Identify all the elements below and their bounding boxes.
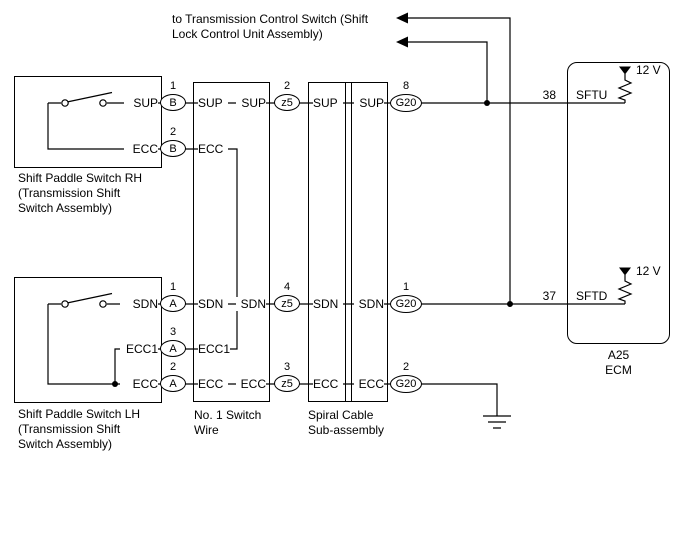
- connector-a3: A: [160, 340, 186, 357]
- no1-switch-wire-caption-line2: Wire: [194, 423, 219, 437]
- spiral-cable-caption-line1: Spiral Cable: [308, 408, 374, 422]
- power-source-icon-sftd: [619, 267, 631, 276]
- spiral-left-pin-sup: SUP: [313, 96, 343, 110]
- connector-a1: A: [160, 295, 186, 312]
- spiral-right-pin-sup: SUP: [354, 96, 384, 110]
- arrowhead-bottom-icon: [396, 36, 408, 48]
- connector-z5-sup: z5: [274, 94, 300, 111]
- connector-a2-number: 2: [169, 361, 177, 373]
- power-source-icon-sftu: [619, 66, 631, 75]
- spiral-right-pin-ecc: ECC: [354, 377, 384, 391]
- junction-dot-sdn: [507, 301, 513, 307]
- sftd-resistor: [617, 275, 633, 304]
- no1-left-pin-ecc: ECC: [198, 142, 228, 156]
- connector-g20-sdn-number: 1: [402, 281, 410, 293]
- spiral-left-pin-ecc: ECC: [313, 377, 343, 391]
- no1-switch-wire-box: [193, 82, 270, 402]
- spiral-left-pin-sdn: SDN: [313, 297, 343, 311]
- rh-switch-caption-line3: Switch Assembly): [18, 201, 113, 215]
- connector-g20-sup: G20: [390, 94, 422, 112]
- spiral-cable-caption-line2: Sub-assembly: [308, 423, 385, 437]
- rh-switch-caption-line1: Shift Paddle Switch RH: [18, 171, 143, 185]
- connector-a3-number: 3: [169, 326, 177, 338]
- connector-g20-ecc: G20: [390, 375, 422, 393]
- connector-z5-sdn-number: 4: [283, 281, 291, 293]
- no1-switch-wire-caption-line1: No. 1 Switch: [194, 408, 262, 422]
- feedback-line-bottom: [399, 41, 488, 103]
- sftu-resistor: [617, 74, 633, 103]
- top-note-line2: Lock Control Unit Assembly): [172, 27, 323, 41]
- connector-b2: B: [160, 140, 186, 157]
- connector-z5-sdn: z5: [274, 295, 300, 312]
- no1-left-pin-ecc1: ECC1: [198, 342, 231, 356]
- lh-ecc-ground-wire: [47, 304, 498, 416]
- spiral-right-pin-sdn: SDN: [354, 297, 384, 311]
- lh-switch-box: [14, 277, 162, 403]
- ecm-caption-line2: ECM: [605, 363, 632, 377]
- lh-switch-caption-line2: (Transmission Shift: [18, 422, 121, 436]
- lh-switch-caption-line3: Switch Assembly): [18, 437, 113, 451]
- ecm-sftd-voltage: 12 V: [636, 264, 661, 278]
- no1-switch-wire-caption: No. 1 Switch Wire: [194, 408, 261, 438]
- no1-left-pin-sup: SUP: [198, 96, 228, 110]
- ecm-terminal-sftu-name: SFTU: [576, 88, 608, 102]
- ecm-terminal-sftd-name: SFTD: [576, 289, 608, 303]
- ground-icon: [483, 415, 511, 429]
- no1-right-pin-ecc: ECC: [236, 377, 266, 391]
- no1-right-pin-sdn: SDN: [236, 297, 266, 311]
- no1-left-pin-ecc2: ECC: [198, 377, 228, 391]
- connector-z5-ecc-number: 3: [283, 361, 291, 373]
- ecm-terminal-38-number: 38: [542, 88, 556, 102]
- connector-b1: B: [160, 94, 186, 111]
- top-note: to Transmission Control Switch (Shift Lo…: [172, 12, 368, 42]
- connector-g20-ecc-number: 2: [402, 361, 410, 373]
- rh-switch-contact-right: [99, 99, 107, 107]
- rh-switch-box: [14, 76, 162, 168]
- ecm-caption: A25 ECM: [567, 348, 670, 378]
- rh-pin-sup: SUP: [124, 96, 158, 110]
- feedback-line-top: [399, 17, 511, 304]
- no1-left-pin-sdn: SDN: [198, 297, 228, 311]
- rh-switch-caption-line2: (Transmission Shift: [18, 186, 121, 200]
- connector-a2: A: [160, 375, 186, 392]
- connector-g20-sdn: G20: [390, 295, 422, 313]
- connector-b1-number: 1: [169, 80, 177, 92]
- rh-switch-contact-left: [61, 99, 69, 107]
- connector-z5-sup-number: 2: [283, 80, 291, 92]
- connector-z5-ecc: z5: [274, 375, 300, 392]
- connector-a1-number: 1: [169, 281, 177, 293]
- ecm-terminal-37-number: 37: [542, 289, 556, 303]
- top-note-line1: to Transmission Control Switch (Shift: [172, 12, 369, 26]
- arrowhead-top-icon: [396, 12, 408, 24]
- junction-dot-sup: [484, 100, 490, 106]
- lh-switch-caption-line1: Shift Paddle Switch LH: [18, 407, 141, 421]
- rh-ecc-to-ecc1-wire: [47, 103, 238, 384]
- lh-switch-contact-right: [99, 300, 107, 308]
- lh-pin-ecc1: ECC1: [120, 342, 158, 356]
- rh-switch-caption: Shift Paddle Switch RH (Transmission Shi…: [18, 171, 142, 216]
- lh-switch-contact-left: [61, 300, 69, 308]
- ecm-sftu-voltage: 12 V: [636, 63, 661, 77]
- ecm-caption-line1: A25: [607, 348, 630, 362]
- spiral-cable-box: [308, 82, 388, 402]
- connector-g20-sup-number: 8: [402, 80, 410, 92]
- lh-switch-blade: [66, 292, 113, 304]
- rh-switch-blade: [66, 91, 113, 103]
- junction-dot-ecc: [112, 381, 118, 387]
- ecm-box: [567, 62, 670, 344]
- lh-switch-caption: Shift Paddle Switch LH (Transmission Shi…: [18, 407, 140, 452]
- connector-b2-number: 2: [169, 126, 177, 138]
- no1-right-pin-sup: SUP: [236, 96, 266, 110]
- spiral-cable-divider: [345, 82, 352, 402]
- spiral-cable-caption: Spiral Cable Sub-assembly: [308, 408, 384, 438]
- rh-pin-ecc: ECC: [124, 142, 158, 156]
- lh-pin-sdn: SDN: [120, 297, 158, 311]
- lh-pin-ecc: ECC: [120, 377, 158, 391]
